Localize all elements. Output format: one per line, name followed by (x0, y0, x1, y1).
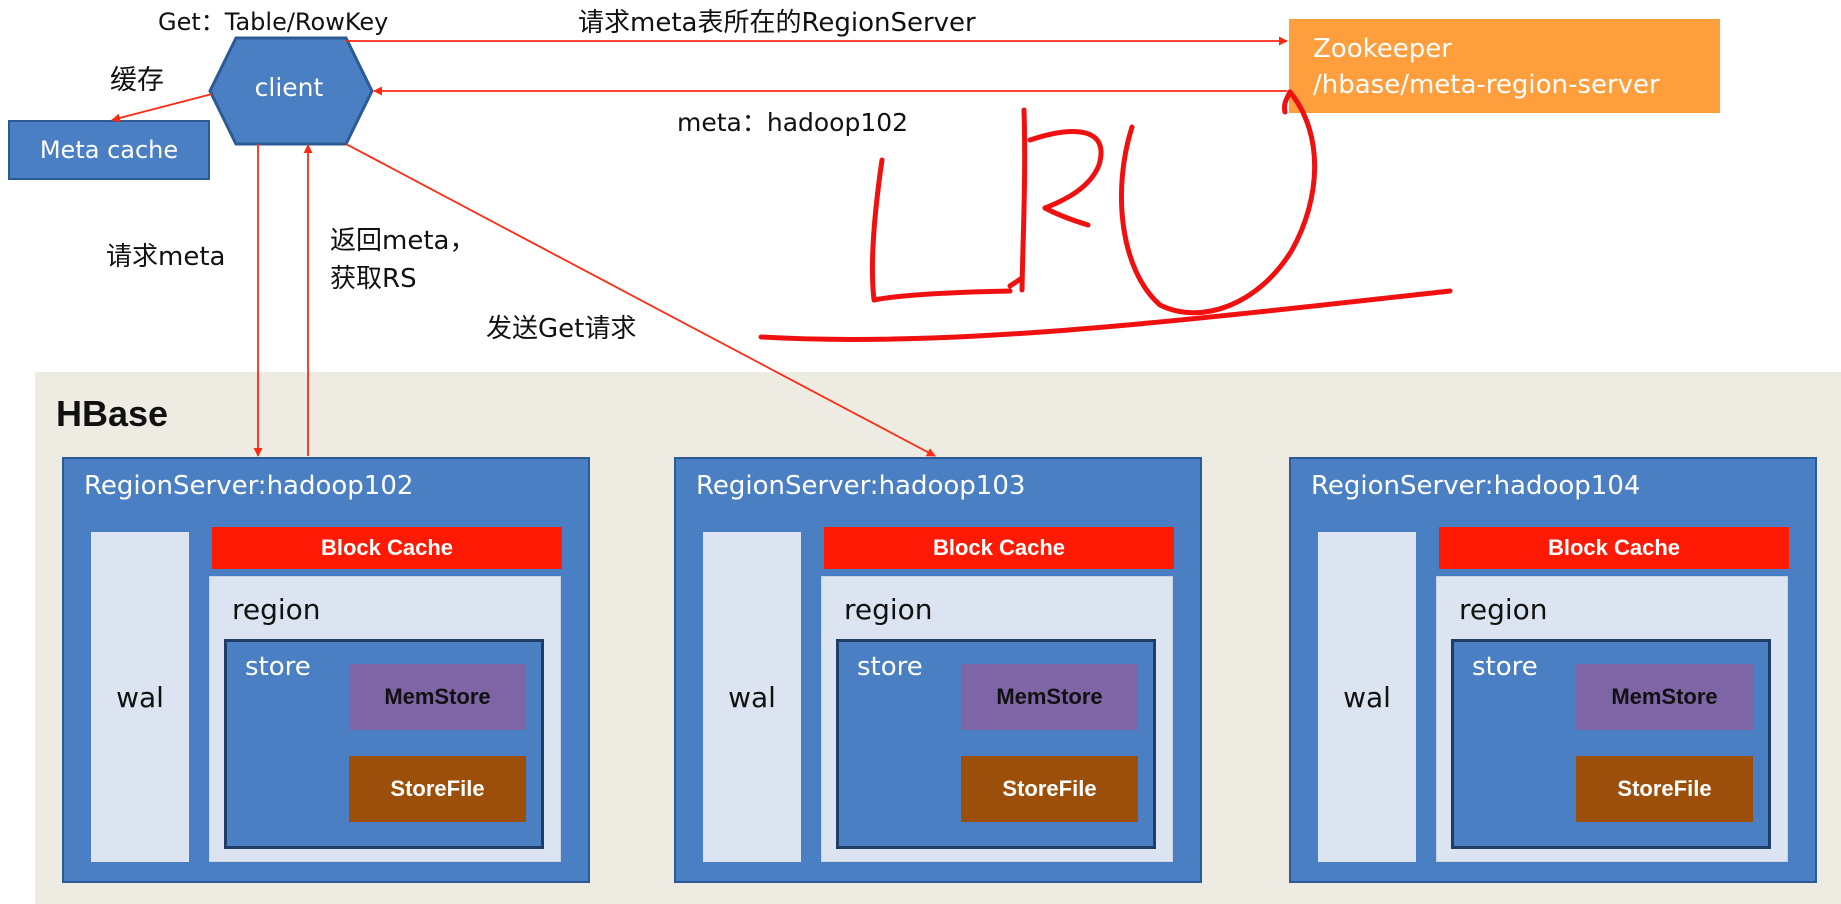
get-request-label: Get：Table/RowKey (158, 8, 389, 36)
region-server-hadoop104: RegionServer:hadoop104 wal Block Cache r… (1289, 457, 1817, 883)
block-cache: Block Cache (1439, 527, 1789, 569)
block-cache: Block Cache (212, 527, 562, 569)
store-label: store (245, 652, 311, 682)
region-box: region store MemStore StoreFile (1436, 576, 1788, 862)
zookeeper-path: /hbase/meta-region-server (1313, 70, 1660, 100)
meta-location-label: meta：hadoop102 (677, 108, 909, 137)
cache-label: 缓存 (110, 65, 164, 96)
block-cache: Block Cache (824, 527, 1174, 569)
region-box: region store MemStore StoreFile (209, 576, 561, 862)
store-label: store (1472, 652, 1538, 682)
arrow-client-to-meta-cache (111, 93, 213, 123)
store-box: store MemStore StoreFile (836, 639, 1156, 849)
memstore: MemStore (961, 664, 1138, 730)
wal-label: wal (728, 680, 776, 714)
hbase-title: HBase (56, 393, 169, 434)
region-box: region store MemStore StoreFile (821, 576, 1173, 862)
return-meta-label-line2: 获取RS (330, 264, 417, 294)
memstore: MemStore (349, 664, 526, 730)
storefile: StoreFile (1576, 756, 1753, 822)
client-label: client (254, 73, 324, 102)
request-meta-rs-label: 请求meta表所在的RegionServer (578, 8, 976, 38)
storefile: StoreFile (961, 756, 1138, 822)
region-server-hadoop103: RegionServer:hadoop103 wal Block Cache r… (674, 457, 1202, 883)
wal-label: wal (1343, 680, 1391, 714)
handwritten-lru-annotation (758, 89, 1453, 343)
wal-label: wal (116, 680, 164, 714)
region-label: region (1459, 593, 1548, 626)
meta-cache-box: Meta cache (8, 120, 210, 180)
region-label: region (844, 593, 933, 626)
zookeeper-box: Zookeeper /hbase/meta-region-server (1289, 19, 1720, 113)
region-server-title: RegionServer:hadoop103 (696, 471, 1026, 501)
wal-box: wal (91, 532, 189, 862)
wal-box: wal (703, 532, 801, 862)
store-label: store (857, 652, 923, 682)
storefile: StoreFile (349, 756, 526, 822)
region-server-title: RegionServer:hadoop102 (84, 471, 414, 501)
wal-box: wal (1318, 532, 1416, 862)
meta-cache-label: Meta cache (39, 136, 179, 164)
region-label: region (232, 593, 321, 626)
store-box: store MemStore StoreFile (1451, 639, 1771, 849)
store-box: store MemStore StoreFile (224, 639, 544, 849)
arrow-send-get (345, 143, 936, 457)
send-get-label: 发送Get请求 (486, 314, 637, 344)
region-server-title: RegionServer:hadoop104 (1311, 471, 1641, 501)
region-server-hadoop102: RegionServer:hadoop102 wal Block Cache r… (62, 457, 590, 883)
zookeeper-title: Zookeeper (1313, 34, 1452, 64)
request-meta-label: 请求meta (106, 242, 226, 272)
return-meta-label-line1: 返回meta， (330, 226, 476, 256)
memstore: MemStore (1576, 664, 1753, 730)
